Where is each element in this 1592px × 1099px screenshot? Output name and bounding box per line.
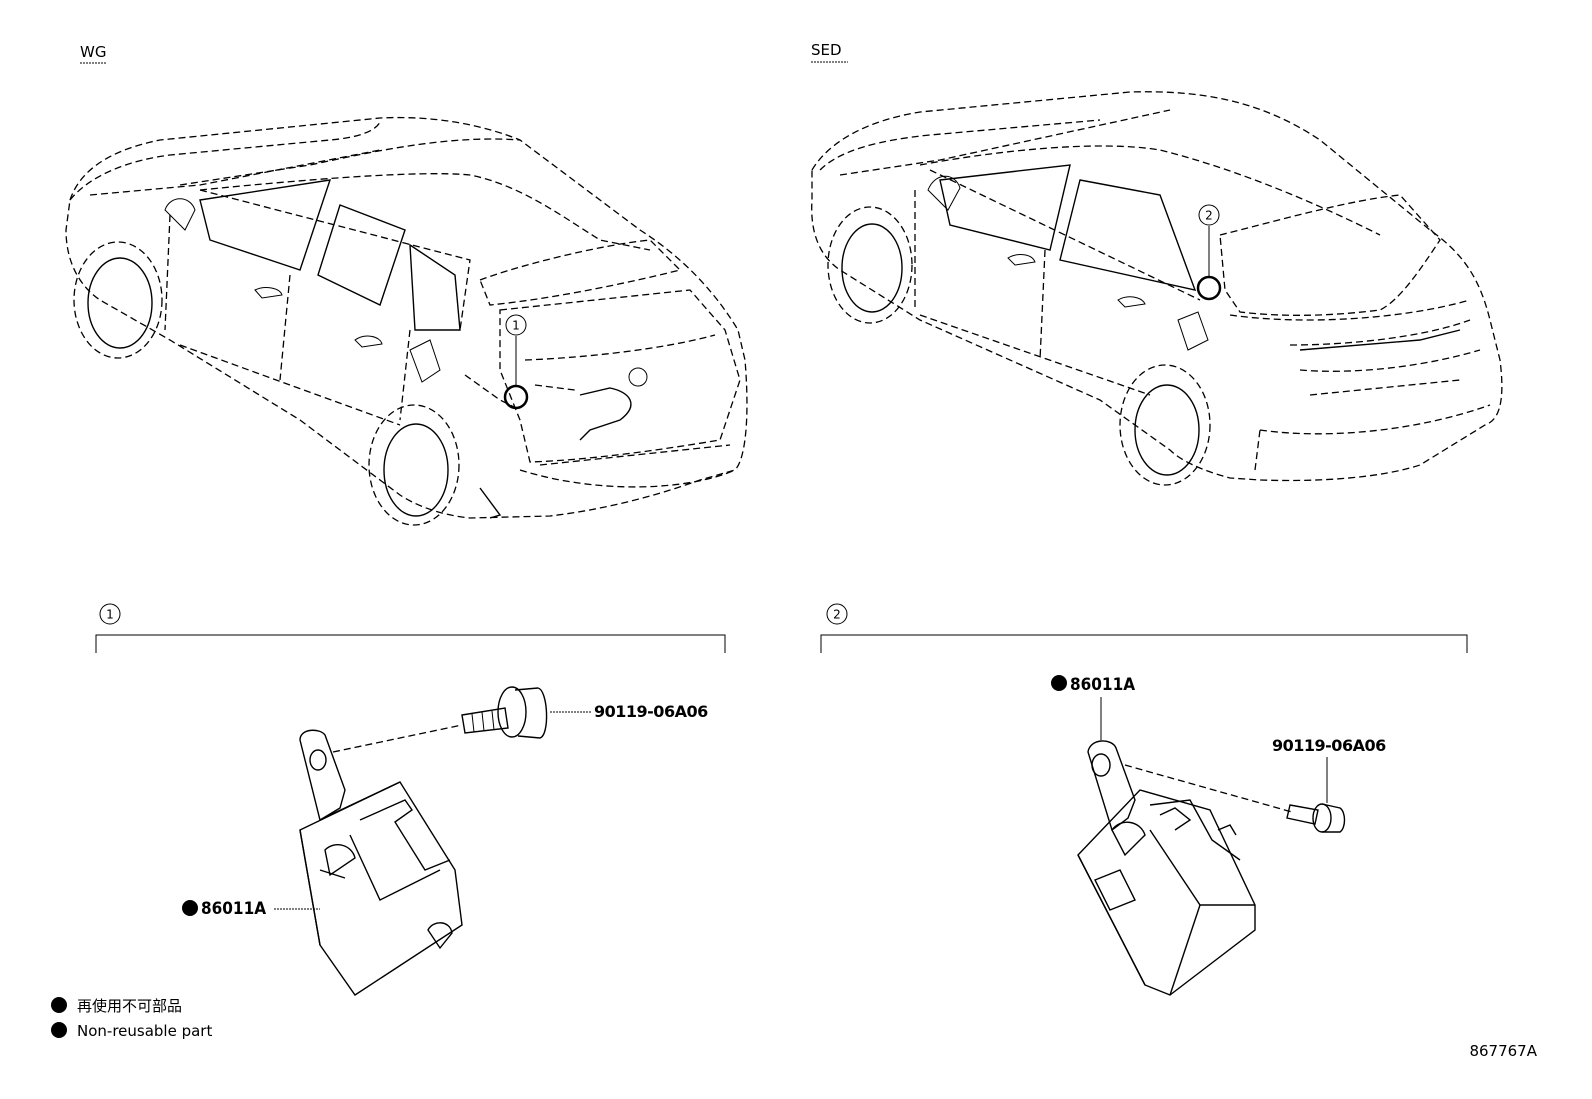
figure-id: 867767A — [1469, 1042, 1537, 1060]
detail-1-bolt-number: 90119-06A06 — [594, 702, 708, 721]
wagon-car-illustration — [65, 116, 748, 526]
legend-text-jp: 再使用不可部品 — [77, 997, 182, 1015]
svg-text:1: 1 — [106, 608, 114, 622]
detail-1-module — [299, 729, 463, 996]
legend: 再使用不可部品 Non-reusable part — [51, 997, 212, 1040]
detail-2-module — [1077, 740, 1256, 996]
detail-1-part-number: 86011A — [201, 899, 266, 919]
legend-bullet-jp — [51, 997, 67, 1013]
detail-2-header: 2 — [820, 603, 1468, 653]
detail-2-part-nonreusable-icon — [1051, 675, 1067, 691]
detail-2-bolt-number: 90119-06A06 — [1272, 736, 1386, 755]
legend-bullet-en — [51, 1022, 67, 1038]
svg-text:2: 2 — [833, 608, 841, 622]
detail-1-bolt — [461, 686, 548, 739]
svg-text:2: 2 — [1205, 209, 1213, 223]
detail-2-part-number: 86011A — [1070, 675, 1135, 695]
view-label-sed: SED — [811, 41, 842, 59]
view-label-wg: WG — [80, 43, 106, 61]
detail-1-header: 1 — [95, 603, 726, 653]
detail-2-bolt — [1286, 803, 1346, 833]
svg-text:1: 1 — [512, 319, 520, 333]
legend-text-en: Non-reusable part — [77, 1022, 212, 1040]
callout-marker-1[interactable]: 1 — [503, 314, 529, 410]
callout-marker-2[interactable]: 2 — [1196, 204, 1222, 301]
detail-2-bolt-leader — [1124, 764, 1293, 813]
detail-1-part-nonreusable-icon — [182, 900, 198, 916]
sedan-car-illustration — [811, 91, 1503, 486]
detail-1-bolt-leader — [332, 724, 463, 753]
